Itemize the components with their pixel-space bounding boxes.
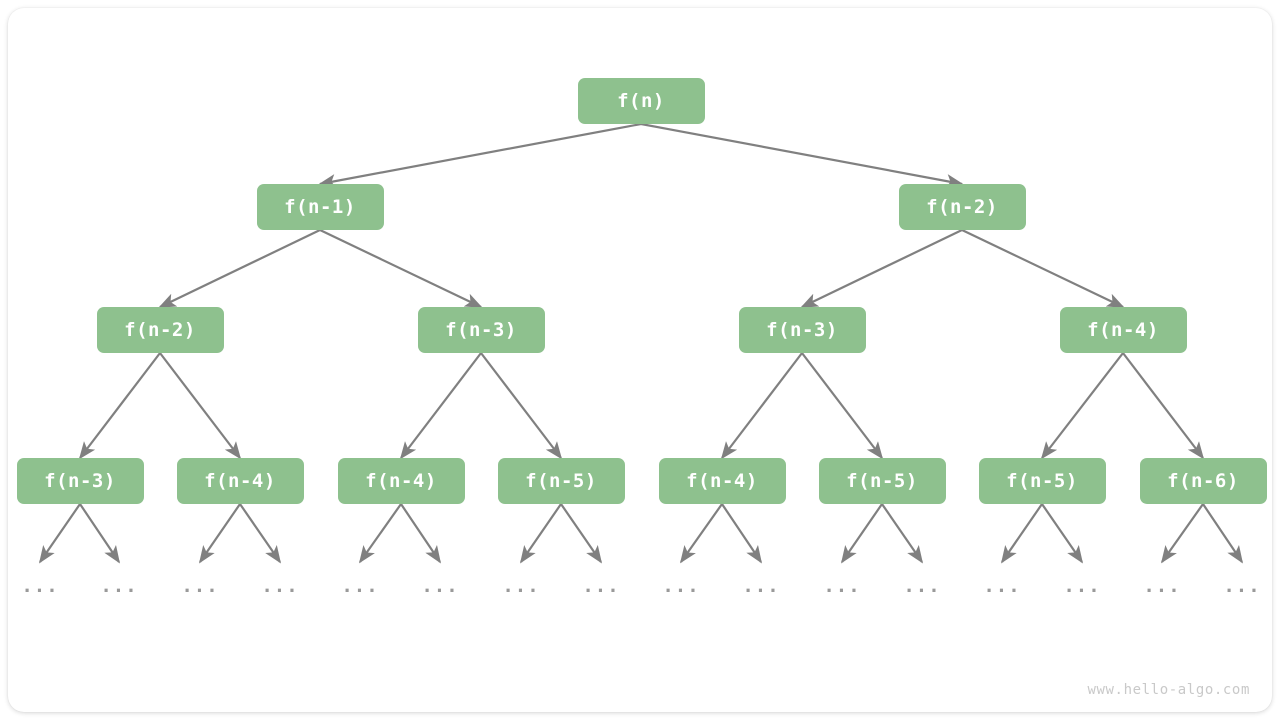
ellipsis-marker: ... (502, 575, 540, 597)
tree-node-label: f(n-2) (124, 319, 196, 341)
ellipsis-marker: ... (1063, 575, 1101, 597)
tree-node-n3: f(n-2) (96, 307, 224, 353)
tree-node-label: f(n-5) (1006, 470, 1078, 492)
tree-node-label: f(n-1) (284, 196, 356, 218)
tree-node-n0: f(n) (577, 78, 705, 124)
tree-node-label: f(n-3) (44, 470, 116, 492)
tree-node-n6: f(n-4) (1059, 307, 1187, 353)
tree-node-n5: f(n-3) (738, 307, 866, 353)
tree-node-n14: f(n-6) (1139, 458, 1267, 504)
ellipsis-marker: ... (181, 575, 219, 597)
tree-node-label: f(n-5) (525, 470, 597, 492)
ellipsis-marker: ... (100, 575, 138, 597)
tree-node-n9: f(n-4) (337, 458, 465, 504)
tree-node-label: f(n-3) (445, 319, 517, 341)
ellipsis-marker: ... (582, 575, 620, 597)
tree-node-n4: f(n-3) (417, 307, 545, 353)
tree-node-label: f(n-6) (1167, 470, 1239, 492)
ellipsis-marker: ... (823, 575, 861, 597)
tree-node-label: f(n-5) (846, 470, 918, 492)
tree-node-n11: f(n-4) (658, 458, 786, 504)
ellipsis-marker: ... (261, 575, 299, 597)
ellipsis-marker: ... (742, 575, 780, 597)
ellipsis-marker: ... (662, 575, 700, 597)
tree-node-n1: f(n-1) (256, 184, 384, 230)
ellipsis-marker: ... (983, 575, 1021, 597)
ellipsis-marker: ... (1143, 575, 1181, 597)
tree-node-n10: f(n-5) (497, 458, 625, 504)
tree-node-label: f(n-4) (365, 470, 437, 492)
watermark: www.hello-algo.com (1087, 682, 1250, 698)
tree-node-label: f(n-4) (686, 470, 758, 492)
tree-node-label: f(n-4) (1087, 319, 1159, 341)
ellipsis-marker: ... (903, 575, 941, 597)
tree-node-label: f(n-2) (926, 196, 998, 218)
ellipsis-marker: ... (21, 575, 59, 597)
tree-node-label: f(n-4) (204, 470, 276, 492)
tree-node-n13: f(n-5) (978, 458, 1106, 504)
ellipsis-marker: ... (1223, 575, 1261, 597)
tree-node-label: f(n) (617, 90, 665, 112)
ellipsis-marker: ... (341, 575, 379, 597)
tree-node-n12: f(n-5) (818, 458, 946, 504)
tree-node-n7: f(n-3) (16, 458, 144, 504)
tree-node-n2: f(n-2) (898, 184, 1026, 230)
tree-node-label: f(n-3) (766, 319, 838, 341)
tree-node-n8: f(n-4) (176, 458, 304, 504)
ellipsis-marker: ... (421, 575, 459, 597)
